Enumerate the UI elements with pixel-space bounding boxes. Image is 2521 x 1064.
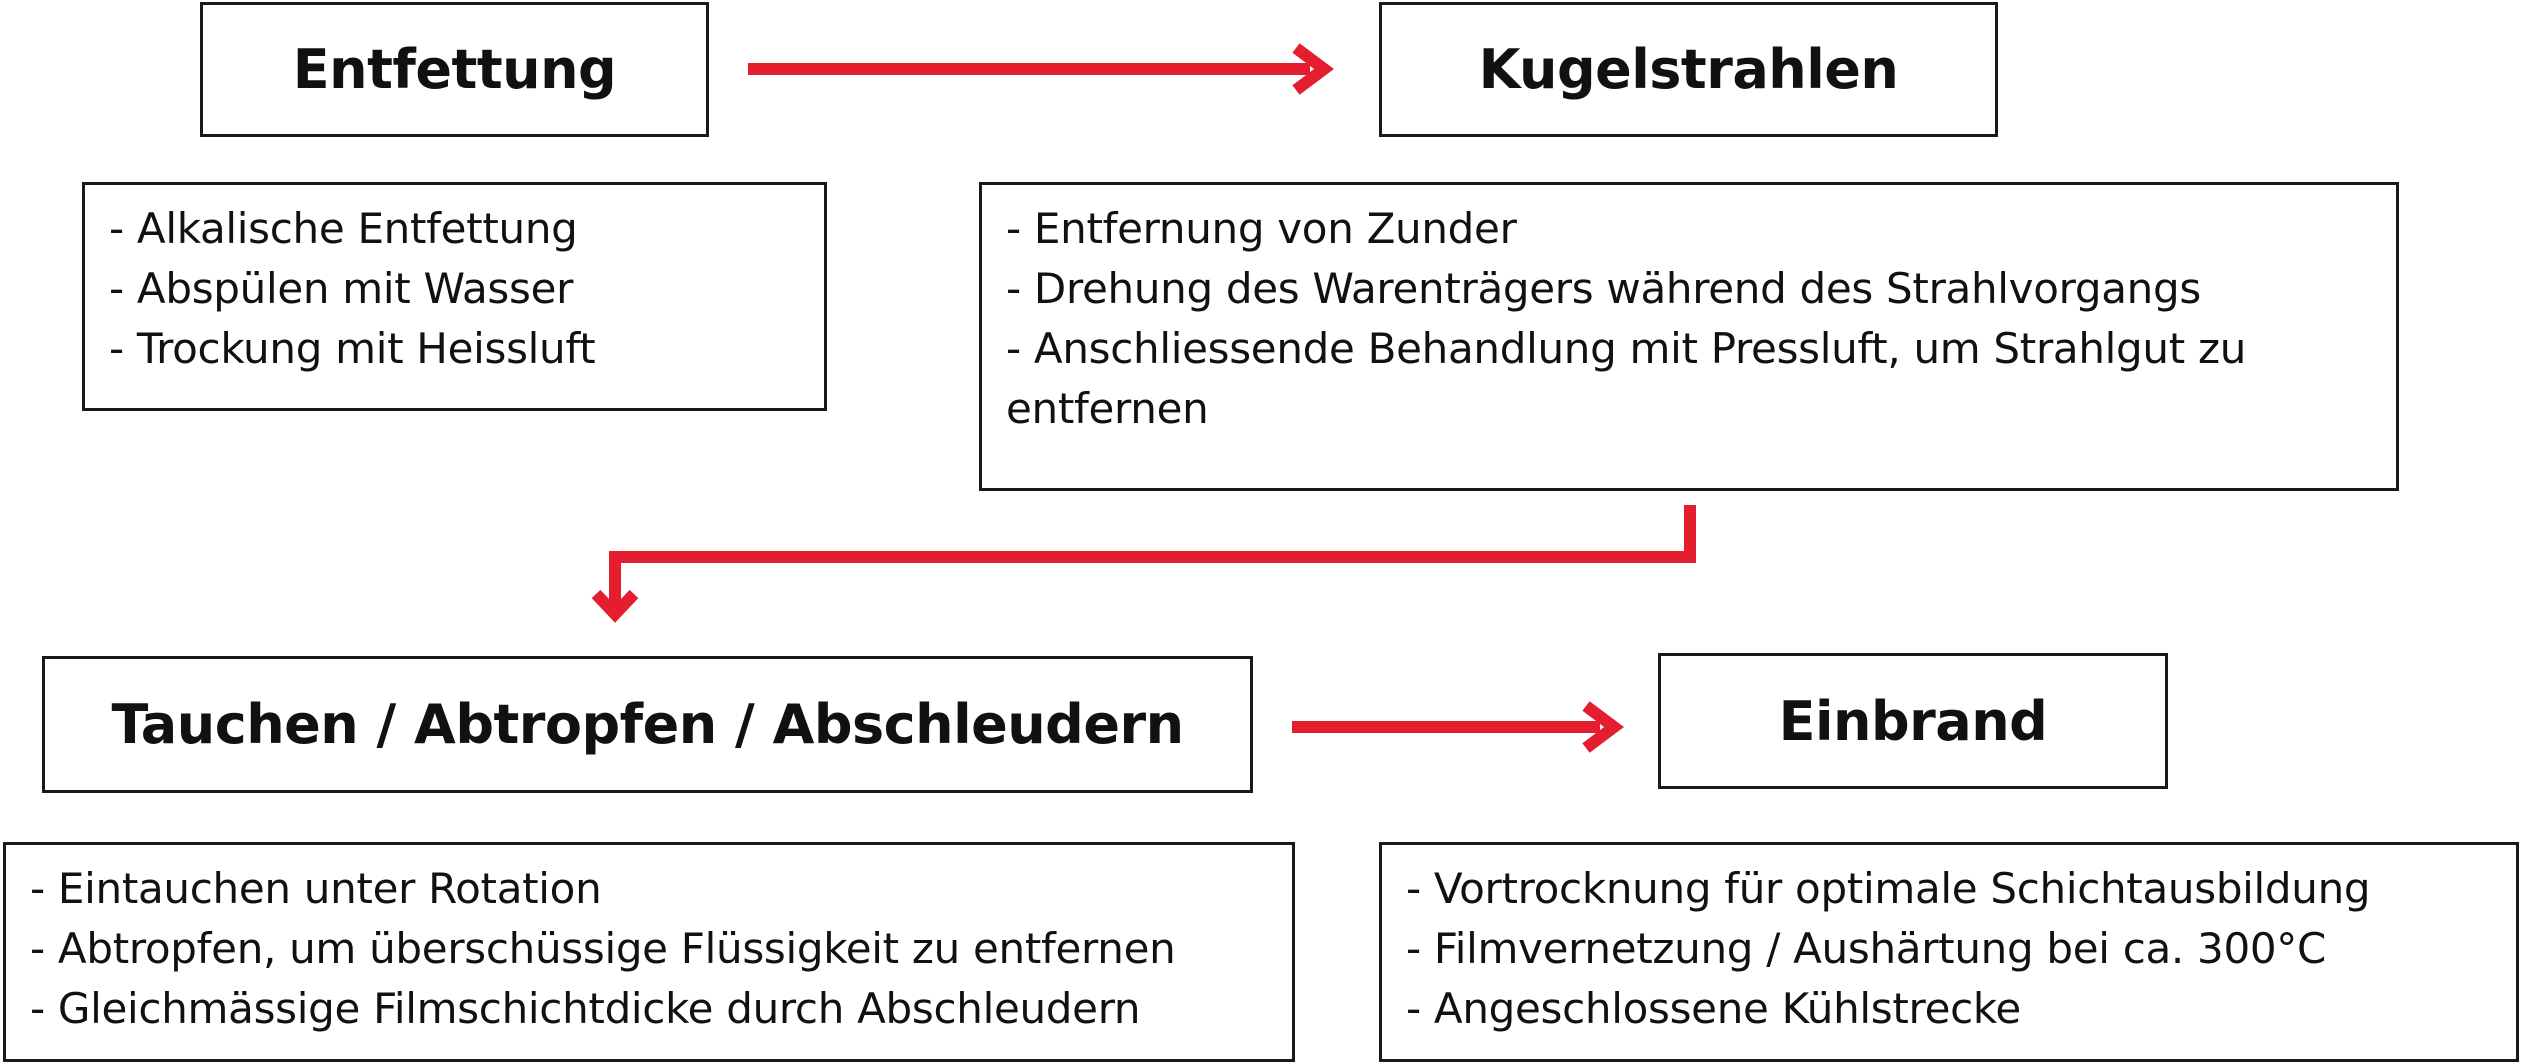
list-item: - Entfernung von Zunder [1006, 204, 1517, 253]
step-title-box-einbrand: Einbrand [1658, 653, 2168, 789]
step-title-einbrand: Einbrand [1778, 689, 2048, 753]
step-details-kugelstrahlen: - Entfernung von Zunder - Drehung des Wa… [979, 182, 2399, 491]
step-title-box-kugelstrahlen: Kugelstrahlen [1379, 2, 1998, 137]
list-item: - Trockung mit Heissluft [109, 324, 596, 373]
step-title-tauchen: Tauchen / Abtropfen / Abschleudern [111, 693, 1184, 756]
arrow-entfettung-to-kugelstrahlen [748, 43, 1334, 95]
list-item: - Drehung des Warenträgers während des S… [1006, 264, 2201, 313]
arrow-kugelstrahlen-to-tauchen [591, 505, 1696, 623]
step-title-entfettung: Entfettung [292, 38, 617, 101]
list-item: - Angeschlossene Kühlstrecke [1406, 984, 2021, 1033]
list-item: - Vortrocknung für optimale Schichtausbi… [1406, 864, 2371, 913]
step-title-box-entfettung: Entfettung [200, 2, 709, 137]
step-title-box-tauchen: Tauchen / Abtropfen / Abschleudern [42, 656, 1253, 793]
step-details-list: - Entfernung von Zunder - Drehung des Wa… [1006, 199, 2372, 439]
step-details-entfettung: - Alkalische Entfettung - Abspülen mit W… [82, 182, 827, 411]
step-details-list: - Vortrocknung für optimale Schichtausbi… [1406, 859, 2492, 1039]
list-item: - Abspülen mit Wasser [109, 264, 574, 313]
list-item: - Abtropfen, um überschüssige Flüssigkei… [30, 924, 1176, 973]
list-item: - Anschliessende Behandlung mit Pressluf… [1006, 324, 2247, 433]
list-item: - Filmvernetzung / Aushärtung bei ca. 30… [1406, 924, 2327, 973]
step-details-list: - Eintauchen unter Rotation - Abtropfen,… [30, 859, 1268, 1039]
list-item: - Eintauchen unter Rotation [30, 864, 602, 913]
step-title-kugelstrahlen: Kugelstrahlen [1478, 38, 1899, 101]
step-details-tauchen: - Eintauchen unter Rotation - Abtropfen,… [3, 842, 1295, 1062]
list-item: - Alkalische Entfettung [109, 204, 578, 253]
step-details-list: - Alkalische Entfettung - Abspülen mit W… [109, 199, 800, 379]
step-details-einbrand: - Vortrocknung für optimale Schichtausbi… [1379, 842, 2519, 1062]
list-item: - Gleichmässige Filmschichtdicke durch A… [30, 984, 1141, 1033]
arrow-tauchen-to-einbrand [1292, 701, 1624, 753]
